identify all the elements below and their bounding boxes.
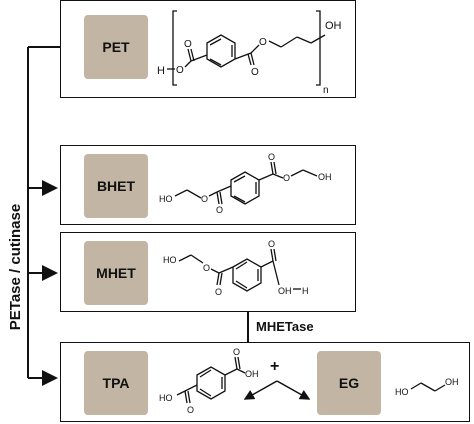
- eg-atom-ho: HO: [395, 387, 409, 397]
- products-panel: TPA HO O O OH + EG: [60, 342, 470, 422]
- tpa-atom-oh: OH: [245, 369, 259, 379]
- eg-tag: EG: [317, 351, 381, 415]
- bhet-structure: HO O O O O OH: [159, 152, 332, 215]
- mhet-atom-ho: HO: [163, 255, 177, 265]
- pet-structure: H O O O O OH n: [157, 10, 342, 96]
- bhet-tag: BHET: [84, 154, 148, 218]
- bhet-atom-o3: O: [268, 152, 275, 162]
- bhet-atom-oh: OH: [318, 172, 332, 182]
- plus-sign: +: [270, 358, 279, 375]
- pet-atom-h: H: [157, 65, 165, 77]
- bhet-atom-ho: HO: [159, 194, 173, 204]
- eg-atom-oh: OH: [445, 377, 459, 387]
- mhet-panel: MHET HO O O O OH H: [60, 232, 356, 312]
- mhet-atom-o2: O: [215, 287, 222, 297]
- pet-atom-oh: OH: [325, 20, 342, 32]
- bhet-atom-o2: O: [216, 205, 223, 215]
- mhet-atom-o3: O: [268, 239, 275, 249]
- mhet-tag: MHET: [84, 241, 148, 305]
- pet-panel: PET H: [60, 0, 356, 98]
- tpa-atom-ho: HO: [159, 393, 173, 403]
- mhet-atom-o1: O: [203, 263, 210, 273]
- bhet-panel: BHET HO O O O O OH: [60, 145, 356, 225]
- mhet-atom-oh: OH: [278, 286, 292, 296]
- eg-structure: HO OH: [395, 377, 459, 397]
- bhet-atom-o4: O: [283, 173, 290, 183]
- mhet-structure: HO O O O OH H: [163, 239, 309, 297]
- pet-atom-o3: O: [251, 67, 259, 78]
- bhet-atom-o1: O: [201, 194, 208, 204]
- tpa-tag: TPA: [84, 351, 148, 415]
- tpa-atom-o1: O: [187, 405, 194, 415]
- split-arrows: +: [243, 358, 311, 400]
- tpa-structure: HO O O OH: [159, 347, 259, 415]
- enzyme-main-label: PETase / cutinase: [7, 203, 24, 331]
- enzyme-secondary-label: MHETase: [256, 319, 314, 334]
- pet-subscript-n: n: [323, 85, 329, 96]
- tpa-atom-o2: O: [233, 347, 240, 357]
- mhet-atom-h: H: [302, 286, 309, 296]
- pet-atom-o2: O: [184, 39, 192, 50]
- pet-atom-o4: O: [259, 37, 267, 48]
- pet-tag: PET: [84, 15, 148, 79]
- pet-atom-o1: O: [176, 65, 184, 76]
